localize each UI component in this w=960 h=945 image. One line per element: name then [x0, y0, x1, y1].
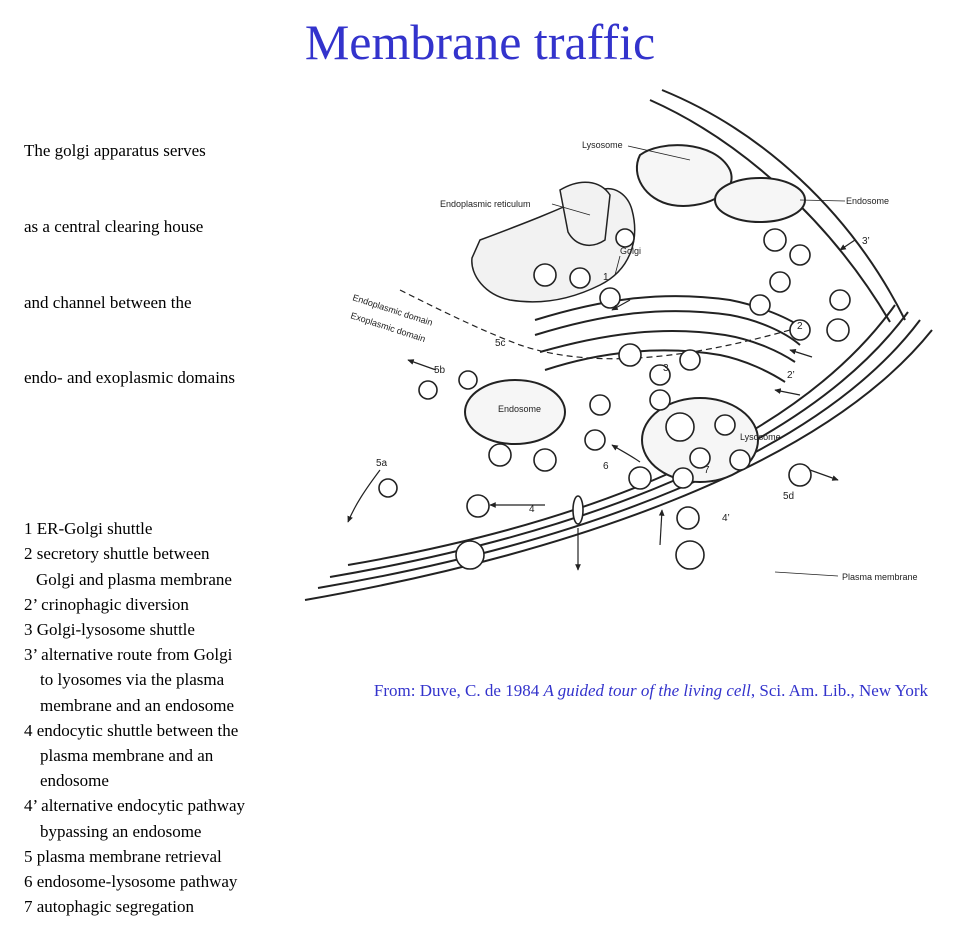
- route-number-2-prime: 2’: [787, 370, 795, 381]
- label-golgi: Golgi: [620, 246, 641, 256]
- route-number-3: 3: [663, 363, 669, 374]
- plasma-membrane-outline: [304, 89, 933, 601]
- legend-intro-line: The golgi apparatus serves: [24, 141, 206, 161]
- legend-item: to lyosomes via the plasma: [40, 670, 225, 690]
- legend-intro-line: endo- and exoplasmic domains: [24, 368, 236, 388]
- source-credit: From: Duve, C. de 1984 A guided tour of …: [228, 680, 928, 702]
- legend-item: bypassing an endosome: [40, 821, 202, 841]
- leader-lines: [551, 145, 846, 577]
- credit-prefix: From: Duve, C. de 1984: [373, 681, 544, 700]
- label-lysosome-top: Lysosome: [582, 140, 623, 150]
- label-plasma-membrane: Plasma membrane: [842, 572, 918, 582]
- endosome-center-shape: [464, 379, 566, 445]
- route-number-5a: 5a: [376, 458, 388, 469]
- endoplasmic-reticulum-shape: [471, 181, 636, 303]
- legend-item: 2’ crinophagic diversion: [24, 594, 189, 614]
- legend-item: plasma membrane and an: [40, 746, 214, 766]
- legend-item: 3 Golgi-lysosome shuttle: [24, 620, 195, 640]
- legend-item: 3’ alternative route from Golgi: [24, 645, 233, 665]
- vesicles: [378, 228, 851, 570]
- traffic-arrows: [347, 239, 856, 571]
- legend-item: 6 endosome-lysosome pathway: [24, 872, 238, 892]
- endosome-top-shape: [714, 177, 806, 223]
- legend-item: 4’ alternative endocytic pathway: [24, 796, 246, 816]
- route-number-5b: 5b: [434, 365, 446, 376]
- route-number-6: 6: [603, 461, 609, 472]
- golgi-stack-shape: [534, 295, 806, 383]
- route-number-4: 4: [529, 504, 535, 515]
- route-number-4-prime: 4’: [722, 513, 730, 524]
- legend-item: 2 secretory shuttle between: [24, 544, 210, 564]
- legend-item: 1 ER-Golgi shuttle: [24, 519, 153, 539]
- route-number-5c: 5c: [495, 338, 506, 349]
- legend-item: membrane and an endosome: [40, 695, 235, 715]
- page-title: Membrane traffic: [304, 14, 656, 70]
- route-number-2: 2: [797, 321, 803, 332]
- legend-item: Golgi and plasma membrane: [36, 569, 232, 589]
- label-endosome-center: Endosome: [498, 404, 541, 414]
- legend-item: endosome: [40, 771, 109, 791]
- legend-intro-line: as a central clearing house: [24, 217, 204, 237]
- route-number-5d: 5d: [783, 491, 794, 502]
- credit-book-title: A guided tour of the living cell: [543, 681, 751, 700]
- legend-item: 5 plasma membrane retrieval: [24, 846, 222, 866]
- legend-intro-line: and channel between the: [24, 292, 192, 312]
- membrane-traffic-diagram: Lysosome Endosome Endoplasmic reticulum …: [304, 89, 933, 601]
- label-lysosome-right: Lysosome: [740, 432, 781, 442]
- credit-suffix: , Sci. Am. Lib., New York: [750, 681, 928, 700]
- legend-item: 4 endocytic shuttle between the: [24, 720, 239, 740]
- label-endosome-top: Endosome: [846, 196, 889, 206]
- route-number-7: 7: [704, 465, 710, 476]
- route-number-1: 1: [603, 272, 609, 283]
- label-endoplasmic-reticulum: Endoplasmic reticulum: [440, 199, 531, 209]
- legend-item: 7 autophagic segregation: [24, 897, 194, 917]
- route-number-3-prime: 3’: [862, 236, 870, 247]
